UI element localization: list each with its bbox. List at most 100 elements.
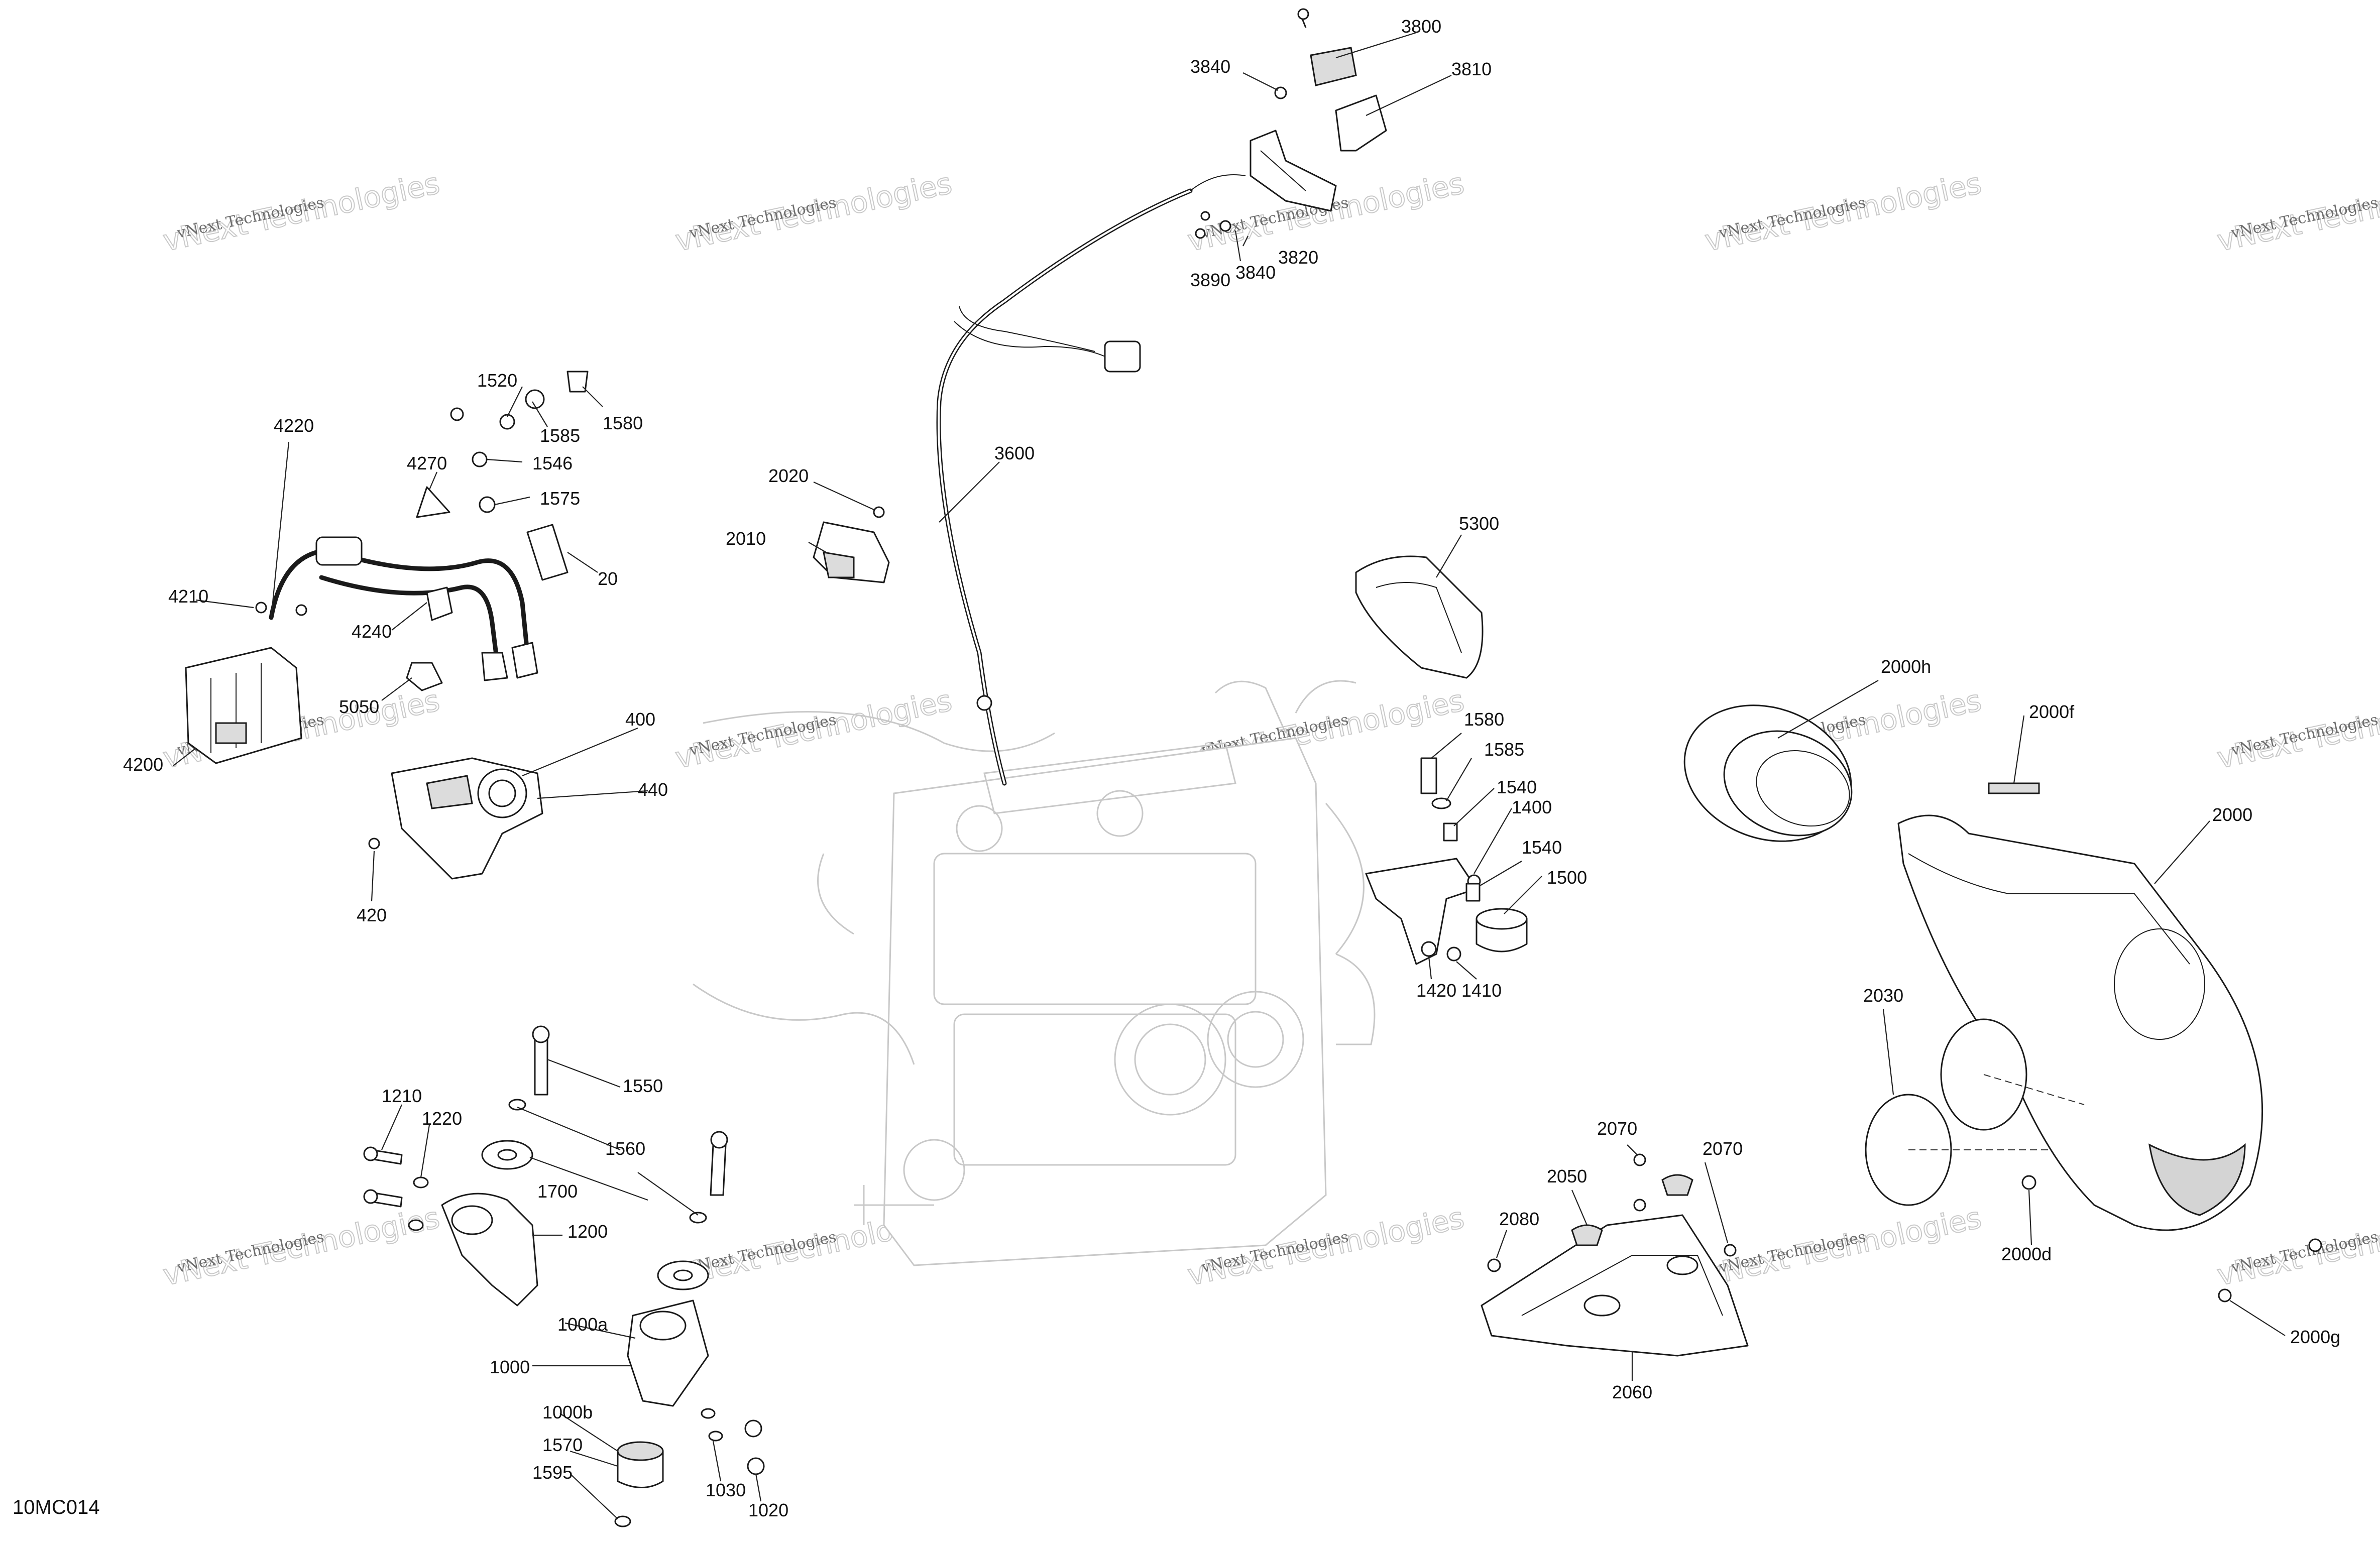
figure-id: 10MC014: [13, 1496, 99, 1518]
bracket-2010: [813, 506, 890, 583]
rubber-mount-1570: [614, 1441, 664, 1527]
callout-440: 440: [638, 779, 668, 800]
grommets-2050-2070-2080: [1487, 1153, 1737, 1272]
watermark-15: vNext Technologies vNext Technologies: [2214, 1200, 2380, 1293]
bracket-3820: [1250, 130, 1337, 212]
washer-1700: [481, 1140, 533, 1170]
callout-1570: 1570: [542, 1435, 583, 1455]
callout-1540-upper: 1540: [1497, 777, 1537, 797]
callout-20: 20: [598, 568, 618, 589]
cover-5300: [1355, 555, 1484, 679]
grommet-4270: [416, 486, 450, 518]
screws-4210: [255, 602, 307, 616]
seal-2000f: [1988, 782, 2040, 794]
callout-1030: 1030: [706, 1480, 746, 1500]
spark-plug-cables-4220: [269, 536, 538, 681]
callout-2000: 2000: [2212, 804, 2252, 825]
screws-2000g: [2218, 1238, 2322, 1302]
callout-1210: 1210: [382, 1086, 422, 1106]
callout-3820: 3820: [1278, 247, 1318, 268]
callout-1500: 1500: [1547, 867, 1587, 888]
callout-3600: 3600: [994, 443, 1035, 463]
bolts-1550: [508, 1025, 728, 1224]
callout-1000a: 1000a: [557, 1314, 608, 1335]
callout-3840-top: 3840: [1190, 56, 1230, 77]
screw-3840-top: [1274, 86, 1287, 99]
callout-1000: 1000: [490, 1357, 530, 1377]
callout-4240: 4240: [352, 621, 392, 642]
callout-4200: 4200: [123, 754, 163, 775]
washer-1700-lower: [657, 1260, 709, 1290]
callout-3890: 3890: [1190, 270, 1230, 290]
mount-bracket-1000: [627, 1299, 709, 1407]
callout-1020: 1020: [748, 1500, 788, 1520]
callout-4220: 4220: [274, 415, 314, 436]
callout-2030: 2030: [1863, 985, 1903, 1006]
callout-1420: 1420: [1416, 980, 1456, 1001]
watermark-10: vNext Technologies vNext Technologies: [2214, 683, 2380, 776]
callout-1540-lower: 1540: [1522, 837, 1562, 858]
hardware-14xx: [1420, 757, 1481, 962]
callout-1520: 1520: [477, 370, 517, 391]
callout-2070-left: 2070: [1597, 1118, 1637, 1139]
callout-2050: 2050: [1547, 1166, 1587, 1186]
callout-1585-right: 1585: [1484, 739, 1524, 760]
callout-1580-right: 1580: [1464, 709, 1504, 730]
wiring-harness-3600: [936, 174, 1246, 786]
callout-420: 420: [357, 905, 387, 925]
screw-3890: [1195, 220, 1231, 239]
clip-4240: [426, 586, 453, 621]
callout-4210: 4210: [168, 586, 208, 607]
bolts-1210-1220: [363, 1146, 429, 1231]
watermark-4: vNext Technologies vNext Technologies: [1702, 166, 1985, 259]
callout-2060: 2060: [1612, 1382, 1652, 1402]
callout-1000b: 1000b: [542, 1402, 593, 1422]
callout-1550: 1550: [623, 1076, 663, 1096]
watermark-5: vNext Technologies vNext Technologies: [2214, 166, 2380, 259]
callout-2070-right: 2070: [1703, 1138, 1743, 1159]
callout-400: 400: [625, 709, 655, 730]
small-hardware-15xx: [450, 371, 589, 581]
watermark-11: vNext Technologies vNext Technologies: [160, 1200, 443, 1293]
leader-lines: [173, 32, 2286, 1519]
callout-1595: 1595: [532, 1462, 573, 1483]
callout-1560: 1560: [605, 1138, 645, 1159]
callout-1546: 1546: [532, 453, 573, 473]
callout-1200: 1200: [568, 1221, 608, 1242]
ignition-coil-4200: [185, 647, 302, 764]
watermark-14: vNext Technologies vNext Technologies: [1702, 1200, 1985, 1293]
callout-3810: 3810: [1451, 59, 1492, 79]
air-box-2000: [1897, 814, 2263, 1231]
callout-1700: 1700: [537, 1181, 578, 1202]
callout-4270: 4270: [407, 453, 447, 473]
clip-3800: [1297, 8, 1357, 86]
callout-2020: 2020: [768, 465, 809, 486]
callout-1220: 1220: [422, 1108, 462, 1129]
callout-5050: 5050: [339, 696, 379, 717]
skid-plate-2060: [1481, 1214, 1749, 1357]
callout-3840-bottom: 3840: [1235, 262, 1276, 283]
mount-1500: [1476, 908, 1528, 953]
callout-1400: 1400: [1512, 797, 1552, 817]
clip-5050: [406, 662, 443, 691]
engine-ghost-drawing: [693, 680, 1376, 1266]
inlet-ring-2000h: [1683, 704, 1853, 842]
callout-labels: 3800 3810 3840 3820 3890 3840 3600 2020 …: [123, 16, 2340, 1520]
callout-2080: 2080: [1499, 1209, 1539, 1229]
callout-5300: 5300: [1459, 513, 1499, 534]
callout-1410: 1410: [1461, 980, 1502, 1001]
callout-3800: 3800: [1401, 16, 1441, 37]
watermark-3: vNext Technologies vNext Technologies: [1184, 166, 1467, 259]
bolts-1020-1030: [701, 1408, 765, 1475]
watermark-1: vNext Technologies vNext Technologies: [160, 166, 443, 259]
mount-1200: [441, 1193, 538, 1307]
actuator-400: [368, 757, 543, 880]
clip-3810: [1335, 94, 1387, 152]
watermark-2: vNext Technologies vNext Technologies: [672, 166, 955, 259]
callout-2000g: 2000g: [2290, 1327, 2340, 1347]
callout-2000h: 2000h: [1881, 656, 1931, 677]
callout-1575: 1575: [540, 488, 580, 509]
callout-2000d: 2000d: [2001, 1244, 2052, 1264]
callout-1580-left: 1580: [603, 413, 643, 433]
